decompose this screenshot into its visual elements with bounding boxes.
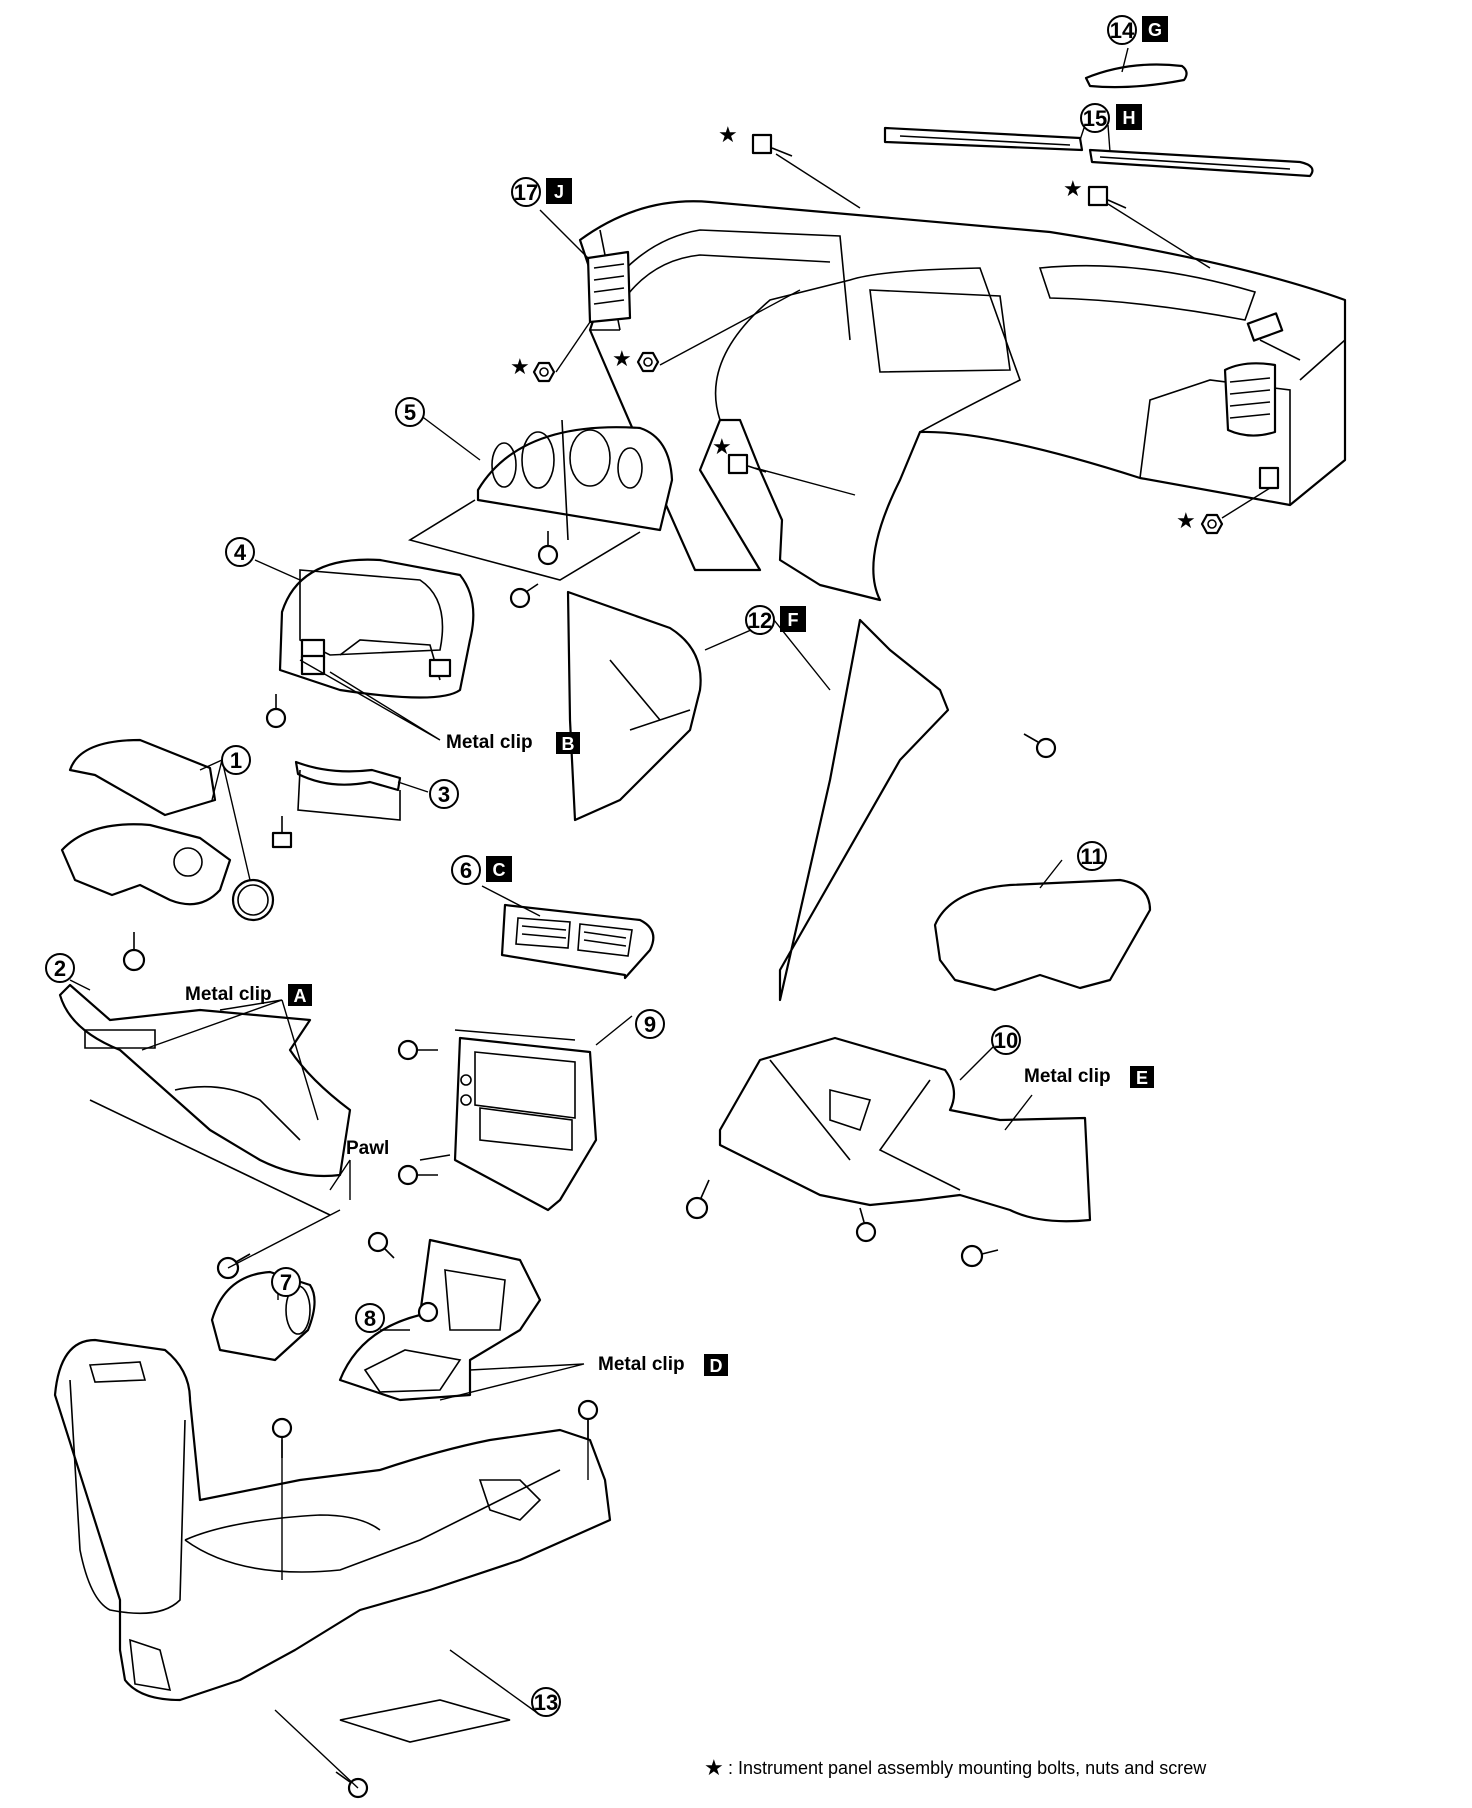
star-marker: ★ — [712, 435, 732, 460]
nut-icon — [1200, 513, 1224, 535]
svg-text:E: E — [1136, 1068, 1148, 1088]
part-10-lower-panel-rh — [718, 1036, 1092, 1223]
svg-text:F: F — [788, 610, 799, 630]
legend-text: : Instrument panel assembly mounting bol… — [728, 1758, 1207, 1778]
screw-icon — [397, 1039, 438, 1061]
callout-4: 4 — [225, 537, 255, 567]
screw-icon — [685, 1179, 710, 1220]
leader-lines — [69, 47, 1271, 1789]
svg-text:11: 11 — [1080, 844, 1103, 869]
legend-star: ★ — [704, 1756, 724, 1781]
part-1-column-cover — [60, 738, 275, 922]
callout-17: 17 J — [511, 177, 572, 207]
callout-12: 12 F — [745, 605, 806, 635]
star-marker: ★ — [510, 355, 530, 380]
part-15-defroster-grille — [883, 126, 1314, 178]
part-14-cluster-lid — [1084, 63, 1188, 89]
star-marker: ★ — [612, 347, 632, 372]
svg-text:Metal clip: Metal clip — [185, 984, 272, 1005]
screw-icon — [855, 1207, 877, 1243]
part-9-audio-finisher — [453, 1036, 598, 1212]
svg-text:6: 6 — [460, 858, 472, 883]
callout-3: 3 — [429, 779, 459, 809]
svg-text:17: 17 — [514, 180, 538, 205]
star-fasteners: ★ ★ ★ ★ ★ ★ — [510, 123, 1224, 535]
bolt-icon — [751, 133, 793, 157]
callout-9: 9 — [635, 1009, 665, 1039]
callout-15: 15 H — [1080, 103, 1142, 133]
part-11-glove-box-lid — [933, 878, 1152, 992]
part-13-center-console — [53, 1338, 612, 1743]
callout-2: 2 — [45, 953, 75, 983]
legend: ★ : Instrument panel assembly mounting b… — [704, 1756, 1207, 1781]
part-8-shift-finisher — [338, 1238, 542, 1402]
screw-icon — [1023, 733, 1057, 759]
svg-text:8: 8 — [364, 1306, 376, 1331]
svg-text:4: 4 — [234, 540, 247, 565]
callout-11: 11 — [1077, 841, 1107, 871]
svg-text:5: 5 — [404, 400, 416, 425]
part-4-cluster-finisher — [278, 558, 475, 699]
screw-icon — [509, 583, 539, 609]
star-marker: ★ — [718, 123, 738, 148]
svg-text:B: B — [562, 734, 575, 754]
pawl-label: Pawl — [346, 1138, 389, 1159]
svg-text:9: 9 — [644, 1012, 656, 1037]
bolt-icon — [271, 816, 293, 849]
callout-6: 6 C — [451, 855, 512, 885]
svg-text:13: 13 — [534, 1690, 558, 1715]
instrument-panel-main — [578, 200, 1347, 602]
svg-text:12: 12 — [748, 608, 772, 633]
callout-7: 7 — [271, 1267, 301, 1297]
svg-text:7: 7 — [280, 1270, 292, 1295]
svg-text:D: D — [710, 1356, 723, 1376]
screw-icon — [960, 1244, 999, 1268]
screw-icon — [335, 1771, 369, 1799]
part-6-center-vent — [500, 903, 655, 980]
part-12-side-panels — [566, 590, 950, 1002]
metal-clip-d-label: Metal clip D — [598, 1354, 728, 1376]
callout-10: 10 — [991, 1025, 1021, 1055]
screw-icon — [265, 694, 287, 729]
fasteners — [122, 531, 1057, 1799]
svg-text:3: 3 — [438, 782, 450, 807]
star-marker: ★ — [1176, 509, 1196, 534]
svg-text:2: 2 — [54, 956, 66, 981]
screw-icon — [367, 1231, 395, 1259]
svg-text:Metal clip: Metal clip — [598, 1354, 685, 1375]
star-marker: ★ — [1063, 177, 1083, 202]
svg-text:A: A — [294, 986, 307, 1006]
callout-5: 5 — [395, 397, 425, 427]
part-5-cluster-lid — [407, 419, 674, 581]
svg-text:1: 1 — [230, 748, 242, 773]
svg-text:H: H — [1123, 108, 1136, 128]
metal-clip-a-label: Metal clip A — [185, 984, 312, 1006]
svg-text:G: G — [1148, 20, 1162, 40]
nut-icon — [636, 351, 660, 373]
screw-icon — [216, 1253, 251, 1280]
svg-text:10: 10 — [994, 1028, 1018, 1053]
svg-text:15: 15 — [1083, 106, 1107, 131]
metal-clip-e-label: Metal clip E — [1024, 1066, 1154, 1088]
svg-text:Metal clip: Metal clip — [446, 732, 533, 753]
svg-text:J: J — [554, 182, 564, 202]
part-3-bracket — [294, 760, 402, 821]
clip-labels: Metal clip A Metal clip B Metal clip D M… — [185, 732, 1154, 1376]
screw-icon — [397, 1164, 438, 1186]
screw-icon — [537, 531, 559, 566]
screw-icon — [122, 932, 146, 972]
callout-14: 14 G — [1107, 15, 1168, 45]
callout-1: 1 — [221, 745, 251, 775]
callout-8: 8 — [355, 1303, 385, 1333]
metal-clip-b-label: Metal clip B — [446, 732, 580, 754]
nut-icon — [532, 361, 556, 383]
bolt-icon — [1087, 185, 1127, 209]
svg-text:14: 14 — [1110, 18, 1135, 43]
svg-text:Metal clip: Metal clip — [1024, 1066, 1111, 1087]
svg-text:C: C — [493, 860, 506, 880]
part-2-lower-panel-lh — [58, 983, 352, 1216]
callouts: 14 G 15 H 17 J 5 4 1 — [45, 15, 1168, 1717]
callout-13: 13 — [531, 1687, 561, 1717]
